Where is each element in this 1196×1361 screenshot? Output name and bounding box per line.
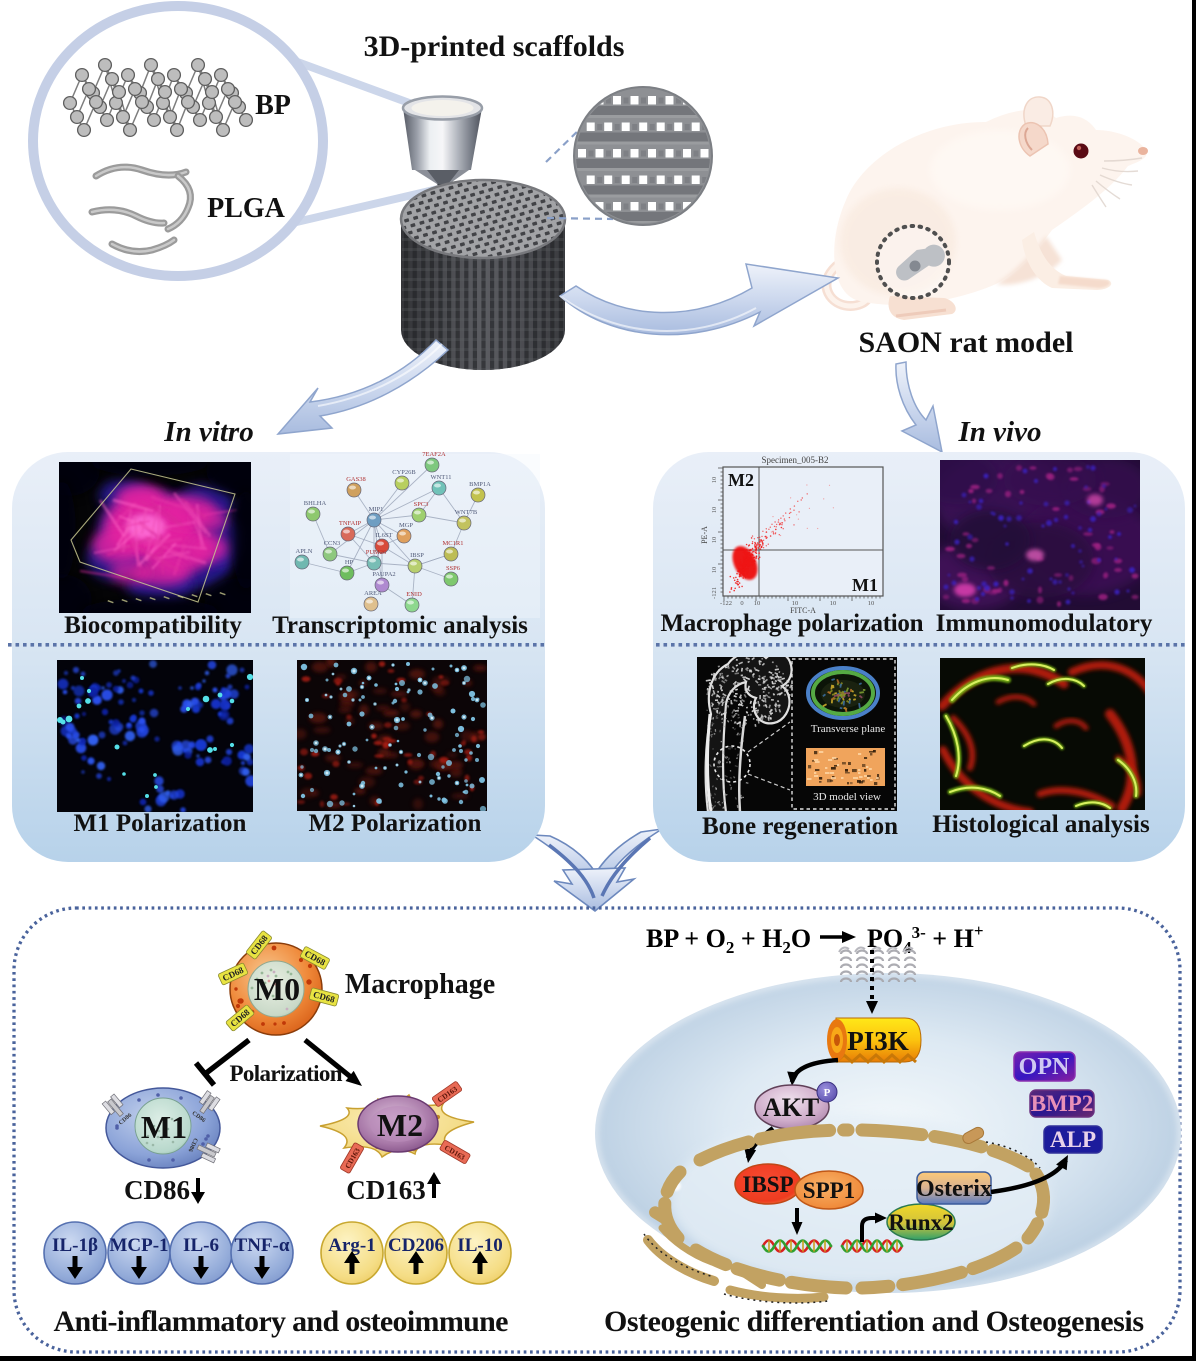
svg-text:Arg-1: Arg-1 <box>328 1235 375 1256</box>
svg-text:CCN3: CCN3 <box>324 540 341 547</box>
svg-text:PI3K: PI3K <box>847 1026 909 1056</box>
svg-text:BMP1A: BMP1A <box>469 481 491 488</box>
svg-text:10: 10 <box>711 567 718 574</box>
svg-text:IL-6: IL-6 <box>183 1235 219 1256</box>
svg-text:M2: M2 <box>728 470 754 490</box>
svg-text:PO43- + H+: PO43- + H+ <box>867 921 984 957</box>
svg-text:Osterix: Osterix <box>916 1176 992 1202</box>
svg-text:CD163: CD163 <box>346 1175 426 1205</box>
svg-text:Runx2: Runx2 <box>888 1210 953 1235</box>
svg-text:CYP26B: CYP26B <box>392 469 416 476</box>
svg-text:Macrophage polarization: Macrophage polarization <box>661 610 924 637</box>
svg-text:10: 10 <box>711 477 718 484</box>
svg-text:0: 0 <box>740 600 743 607</box>
svg-text:Osteogenic differentiation and: Osteogenic differentiation and Osteogene… <box>604 1305 1144 1338</box>
svg-text:SSP6: SSP6 <box>446 565 461 572</box>
svg-text:10: 10 <box>830 600 837 607</box>
svg-text:M1 Polarization: M1 Polarization <box>74 810 247 837</box>
svg-text:Histological analysis: Histological analysis <box>932 811 1150 838</box>
svg-text:IBSP: IBSP <box>410 552 424 559</box>
svg-text:MC1R1: MC1R1 <box>443 540 464 547</box>
svg-text:GAS38: GAS38 <box>346 476 366 483</box>
svg-text:Macrophage: Macrophage <box>345 969 495 1000</box>
svg-text:-121: -121 <box>711 587 718 599</box>
svg-text:M1: M1 <box>141 1109 187 1145</box>
svg-text:10: 10 <box>754 600 761 607</box>
svg-text:10: 10 <box>711 537 718 544</box>
svg-text:FITC-A: FITC-A <box>790 606 816 615</box>
svg-text:HP: HP <box>345 559 354 566</box>
svg-text:IL-10: IL-10 <box>457 1235 502 1256</box>
svg-text:PE-A: PE-A <box>700 526 709 544</box>
svg-text:-122: -122 <box>720 600 732 607</box>
svg-text:Specimen_005-B2: Specimen_005-B2 <box>762 455 829 465</box>
svg-text:APLN: APLN <box>296 548 313 555</box>
svg-text:In vivo: In vivo <box>958 416 1042 448</box>
svg-text:M1: M1 <box>852 575 878 595</box>
svg-text:Transcriptomic analysis: Transcriptomic analysis <box>272 612 528 639</box>
svg-text:IL-1β: IL-1β <box>52 1235 98 1256</box>
svg-text:WNT7B: WNT7B <box>455 509 478 516</box>
svg-text:Anti-inflammatory and osteoimm: Anti-inflammatory and osteoimmune <box>54 1305 509 1338</box>
svg-text:ENID: ENID <box>406 591 422 598</box>
svg-text:MCP-1: MCP-1 <box>109 1235 168 1256</box>
svg-text:3D-printed scaffolds: 3D-printed scaffolds <box>364 30 625 63</box>
svg-text:BHLHA: BHLHA <box>304 500 327 507</box>
svg-text:Bone regeneration: Bone regeneration <box>702 813 898 840</box>
svg-text:IBSP: IBSP <box>742 1172 793 1197</box>
svg-text:BMP2: BMP2 <box>1031 1091 1094 1116</box>
svg-text:Transverse plane: Transverse plane <box>811 723 886 735</box>
svg-text:P: P <box>824 1087 831 1099</box>
svg-text:SAON rat model: SAON rat model <box>859 326 1074 359</box>
svg-text:M2: M2 <box>377 1107 423 1143</box>
svg-text:OPN: OPN <box>1019 1054 1070 1080</box>
svg-text:CD206: CD206 <box>388 1235 444 1256</box>
svg-text:TNFAIP: TNFAIP <box>339 520 362 527</box>
svg-text:AKT: AKT <box>763 1093 819 1122</box>
svg-text:MGP: MGP <box>399 522 413 529</box>
svg-text:SPC3: SPC3 <box>414 501 429 508</box>
svg-text:IL6ST: IL6ST <box>376 532 393 539</box>
svg-text:BP: BP <box>255 90 291 121</box>
svg-text:7EAF2A: 7EAF2A <box>422 451 446 458</box>
svg-text:Biocompatibility: Biocompatibility <box>64 612 242 639</box>
svg-text:M2 Polarization: M2 Polarization <box>309 810 482 837</box>
svg-text:CD86: CD86 <box>124 1175 190 1205</box>
svg-text:3D model view: 3D model view <box>813 791 881 803</box>
svg-text:TNF-α: TNF-α <box>235 1235 290 1256</box>
svg-text:10: 10 <box>792 600 799 607</box>
svg-text:Polarization: Polarization <box>230 1061 343 1086</box>
svg-text:WNT11: WNT11 <box>430 474 451 481</box>
svg-text:SPP1: SPP1 <box>803 1178 855 1203</box>
svg-text:ALP: ALP <box>1050 1127 1096 1152</box>
svg-text:PLGA: PLGA <box>207 193 286 224</box>
svg-text:CD86: CD86 <box>187 1137 199 1153</box>
svg-text:10: 10 <box>868 600 875 607</box>
svg-text:PAUPA2: PAUPA2 <box>372 571 395 578</box>
svg-text:MIP1: MIP1 <box>369 506 384 513</box>
svg-text:M0: M0 <box>254 971 300 1007</box>
svg-text:10: 10 <box>711 507 718 514</box>
svg-text:AREA: AREA <box>364 590 382 597</box>
svg-text:Immunomodulatory: Immunomodulatory <box>936 610 1153 637</box>
svg-text:PUM26: PUM26 <box>366 549 387 556</box>
svg-text:In vitro: In vitro <box>163 416 253 448</box>
